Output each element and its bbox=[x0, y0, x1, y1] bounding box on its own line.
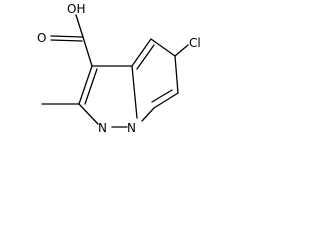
bond-c3-ccarboxyl bbox=[82, 36, 93, 67]
bond-cooh-oh bbox=[75, 14, 84, 38]
bond-n7a-c3a bbox=[131, 65, 138, 119]
n2-label: N bbox=[127, 121, 136, 135]
bond-c4-c5 bbox=[150, 38, 176, 57]
n1-label: N bbox=[98, 121, 107, 135]
bond-c3-c2-b bbox=[84, 68, 98, 105]
bond-c6-c7-a bbox=[153, 92, 179, 109]
bond-c3a-c4-a bbox=[131, 38, 152, 67]
chemical-structure: OH O Cl N N bbox=[37, 2, 201, 135]
bond-c-o-double-b bbox=[50, 39, 83, 42]
chlorine-label: Cl bbox=[189, 36, 201, 50]
bond-c3a-c4-b bbox=[136, 44, 155, 70]
bond-c2-n1 bbox=[78, 103, 99, 125]
bond-c6-c7-b bbox=[151, 89, 173, 103]
bond-c-o-double-a bbox=[50, 35, 84, 38]
carbonyl-oxygen-label: O bbox=[37, 31, 46, 45]
hydroxyl-label: OH bbox=[67, 2, 85, 16]
bond-c3-c2-a bbox=[78, 65, 93, 105]
bond-c7-n7a bbox=[141, 107, 155, 122]
bond-c5-cl bbox=[174, 44, 189, 57]
bond-c5-c6 bbox=[174, 55, 179, 94]
